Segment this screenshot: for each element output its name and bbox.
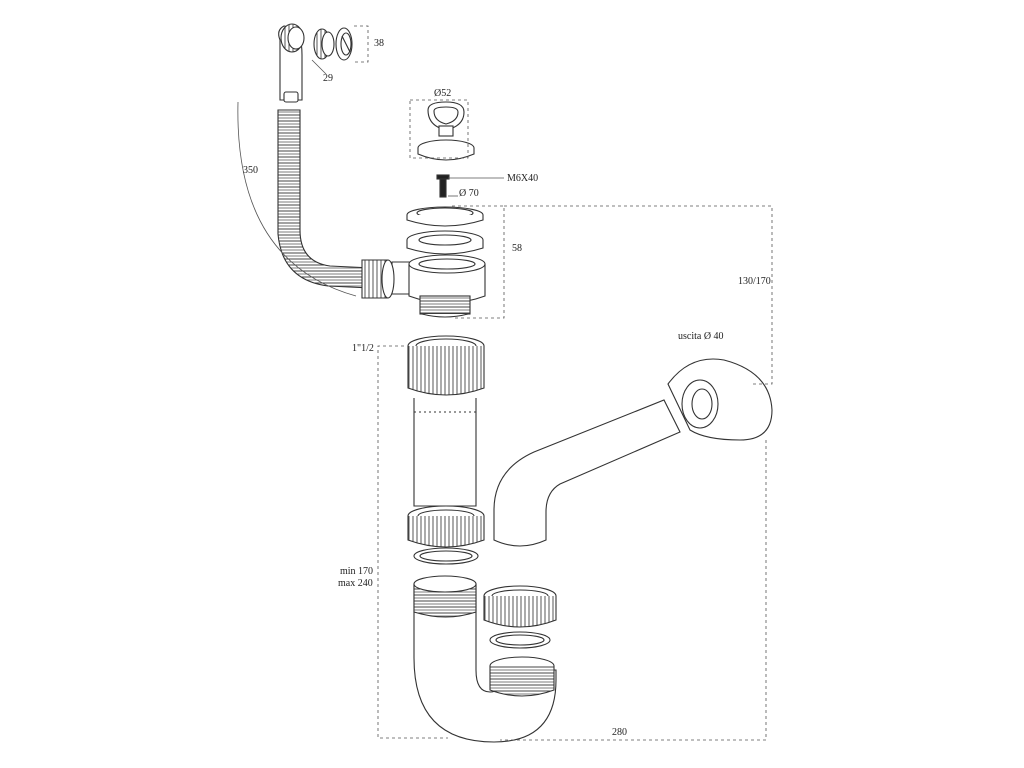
overflow-thread-ring	[313, 28, 335, 60]
wall-rosette	[667, 358, 773, 441]
dim-outlet-label: uscita Ø 40	[678, 331, 724, 342]
inlet-nut-bottom	[407, 505, 485, 548]
dim-overflow-pipe-diameter: 29	[323, 73, 333, 84]
dim-waste-height: 58	[512, 243, 522, 254]
inlet-tube	[413, 398, 477, 507]
screw	[436, 174, 450, 198]
inlet-nut-top	[407, 335, 485, 396]
overflow-elbow	[278, 23, 305, 103]
overflow-flex-hose	[277, 109, 373, 289]
outlet-pipe	[493, 399, 681, 547]
dim-inlet-thread: 1"1/2	[352, 343, 374, 354]
dim-height-min: min 170	[340, 566, 374, 577]
dim-screw-size: M6X40	[507, 173, 539, 184]
dimension-lines	[237, 25, 773, 741]
strainer-washer	[406, 230, 484, 255]
dim-strainer-flange-diameter: Ø 70	[459, 188, 479, 199]
overflow-union-nut	[361, 259, 395, 299]
outlet-seal-ring	[489, 631, 551, 649]
overflow-cover	[335, 27, 353, 61]
strainer-flange	[406, 206, 484, 227]
dim-height-max: max 240	[338, 578, 373, 589]
dim-stopper-diameter: Ø52	[434, 88, 452, 99]
dim-overflow-hose-length: 350	[243, 165, 258, 176]
u-bend	[413, 575, 557, 743]
stopper	[417, 101, 475, 161]
outlet-union-nut	[483, 585, 557, 628]
dim-overflow-nut-height: 38	[374, 38, 384, 49]
waste-body	[391, 254, 486, 318]
inlet-seal-ring	[413, 547, 479, 565]
dim-trap-width: 280	[612, 727, 627, 738]
dim-inlet-offset: 130/170	[738, 276, 771, 287]
outlet-thread	[489, 656, 555, 697]
